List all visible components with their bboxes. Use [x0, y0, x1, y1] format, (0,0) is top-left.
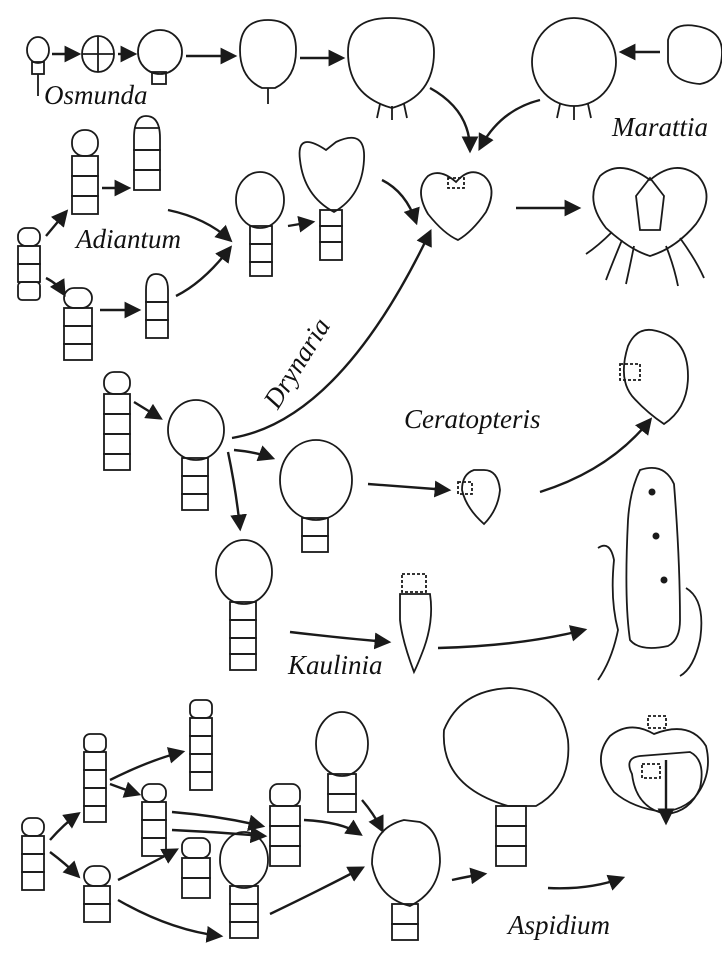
kaulinia-spatulate-stage: [216, 540, 272, 670]
adiantum-fan-stage: [236, 172, 284, 276]
kaulinia-lobed-thallus: [598, 468, 701, 680]
drynaria-filament: [104, 372, 130, 470]
label-marattia: Marattia: [612, 114, 708, 141]
adiantum-filament-a: [72, 130, 98, 214]
aspidium-filament-e: [182, 838, 210, 898]
aspidium-filament-b: [84, 866, 110, 922]
aspidium-filament-a: [84, 734, 106, 822]
marattia-stage-cluster: [668, 25, 722, 84]
ceratopteris-spatulate-stage: [280, 440, 352, 552]
aspidium-series: [22, 688, 708, 940]
mature-prothallus-with-sporophyte: [586, 168, 707, 286]
kaulinia-strap-prothallus: [400, 574, 431, 672]
marattia-prothallus: [532, 18, 616, 120]
osmunda-stage-4: [240, 20, 296, 104]
heart-prothallus: [421, 172, 492, 240]
adiantum-cordate-stage: [300, 138, 365, 260]
label-aspidium: Aspidium: [508, 912, 610, 939]
aspidium-filament-start: [22, 818, 44, 890]
label-kaulinia: Kaulinia: [288, 652, 383, 679]
osmunda-stage-5: [348, 18, 434, 120]
adiantum-filament-b: [134, 116, 160, 190]
aspidium-spatulate-stage-b: [220, 832, 268, 938]
label-ceratopteris: Ceratopteris: [404, 406, 541, 433]
aspidium-filament-d: [142, 784, 166, 856]
aspidium-filament-c: [190, 700, 212, 790]
aspidium-spatulate-stage-a: [316, 712, 368, 812]
aspidium-young-cordate: [372, 820, 440, 940]
label-osmunda: Osmunda: [44, 82, 148, 109]
aspidium-broad-thallus: [444, 688, 569, 866]
aspidium-branched-stage: [270, 784, 300, 866]
osmunda-stage-3: [138, 30, 182, 84]
adiantum-filament-d: [146, 274, 168, 338]
ceratopteris-series: [280, 330, 688, 552]
ceratopteris-mature-prothallus: [620, 330, 688, 424]
adiantum-filament-c: [64, 288, 92, 360]
kaulinia-series: [216, 468, 701, 680]
drynaria-spatulate-stage: [168, 400, 224, 510]
adiantum-filament-start: [18, 228, 40, 300]
osmunda-stage-2: [82, 36, 114, 72]
ceratopteris-young-prothallus: [458, 470, 500, 524]
label-adiantum: Adiantum: [76, 226, 181, 253]
